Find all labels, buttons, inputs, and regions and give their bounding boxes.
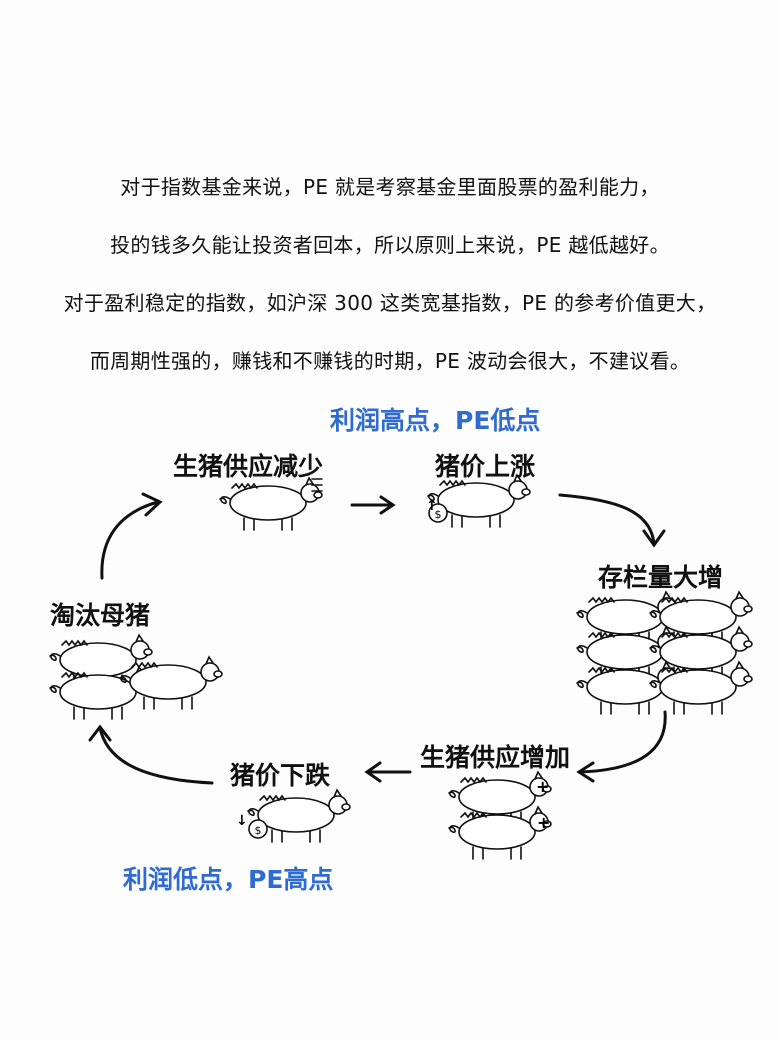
arrow-right-bottom bbox=[578, 710, 667, 774]
arrow-left-bottom bbox=[98, 726, 214, 785]
note-profit-low: 利润低点，PE高点 bbox=[123, 865, 334, 894]
plus-icon: + bbox=[536, 777, 549, 796]
pig-stock-increase bbox=[576, 591, 753, 715]
pig-supply-decrease bbox=[219, 477, 323, 531]
arrow-right-down bbox=[558, 493, 656, 545]
plus-icon: + bbox=[537, 813, 550, 832]
arrowhead-right-down bbox=[642, 529, 666, 548]
pig-price-fall: $ ↓ bbox=[236, 789, 351, 843]
money-bag-symbol: $ bbox=[435, 508, 442, 521]
arrowhead-bottom bbox=[364, 761, 382, 783]
up-arrow-icon: ↑ bbox=[426, 498, 438, 514]
intro-line-3: 对于盈利稳定的指数，如沪深 300 这类宽基指数，PE 的参考价值更大， bbox=[63, 291, 717, 315]
arrowhead-left-up bbox=[141, 492, 163, 517]
pig-supply-increase: + + bbox=[448, 771, 552, 860]
pig-cull-sows bbox=[49, 634, 223, 720]
stage-supply-increase: 生猪供应增加 bbox=[420, 743, 571, 772]
intro-line-2: 投的钱多久能让投资者回本，所以原则上来说，PE 越低越好。 bbox=[110, 233, 670, 257]
stage-cull-sows: 淘汰母猪 bbox=[50, 601, 151, 630]
intro-text: 对于指数基金来说，PE 就是考察基金里面股票的盈利能力， 投的钱多久能让投资者回… bbox=[0, 168, 780, 400]
stage-price-fall: 猪价下跌 bbox=[230, 761, 331, 790]
money-bag-icon bbox=[248, 819, 268, 839]
arrowhead-left-bottom bbox=[88, 724, 112, 742]
intro-line-1: 对于指数基金来说，PE 就是考察基金里面股票的盈利能力， bbox=[120, 175, 660, 199]
money-bag-icon bbox=[428, 503, 448, 523]
arrow-left-up bbox=[100, 500, 160, 580]
down-arrow-icon: ↓ bbox=[236, 813, 248, 829]
money-bag-symbol: $ bbox=[255, 824, 262, 837]
intro-line-4: 而周期性强的，赚钱和不赚钱的时期，PE 波动会很大，不建议看。 bbox=[89, 349, 691, 373]
stage-supply-decrease: 生猪供应减少 bbox=[173, 452, 324, 481]
pig-price-rise: $ ↑ bbox=[426, 474, 531, 528]
cycle-arrows bbox=[88, 492, 667, 785]
arrowhead-right-bottom bbox=[576, 761, 595, 783]
stage-stock-increase: 存栏量大增 bbox=[598, 563, 724, 592]
arrowhead-top bbox=[379, 495, 396, 515]
note-profit-high: 利润高点，PE低点 bbox=[330, 406, 541, 435]
stage-price-rise: 猪价上涨 bbox=[435, 452, 536, 481]
